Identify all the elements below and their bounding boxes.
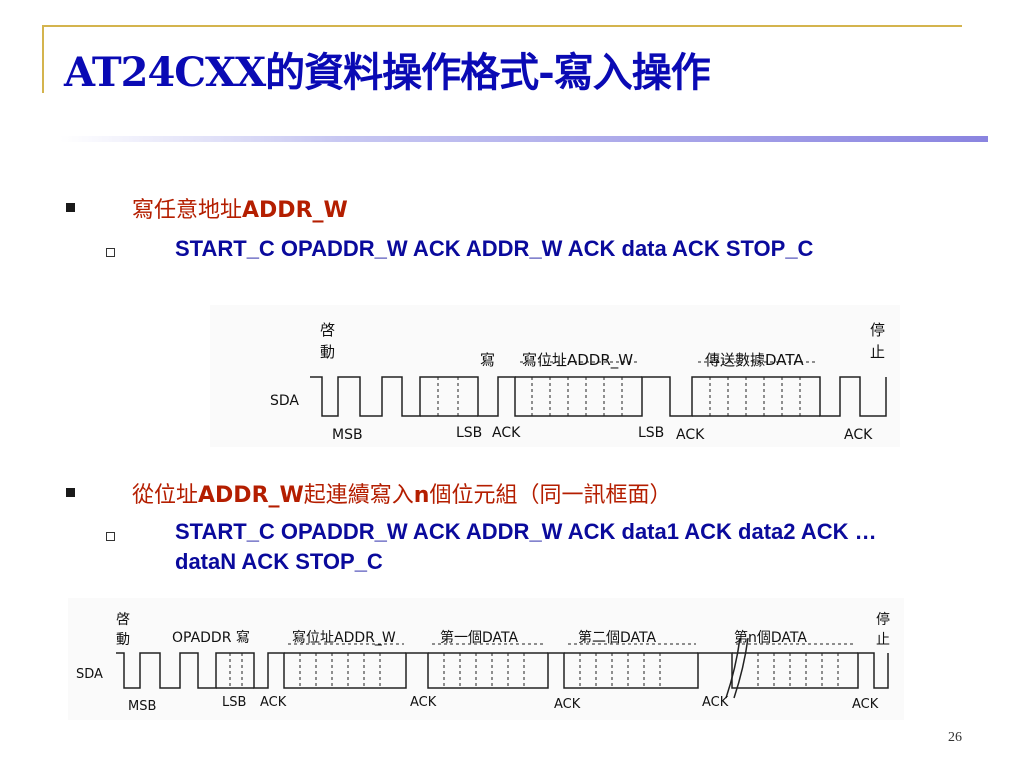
section2-heading-cjk3: 個位元組（同一訊框面） xyxy=(429,483,672,508)
data1-label: 第一個DATA xyxy=(440,629,518,646)
stop-label-bottom-2: 止 xyxy=(876,632,890,648)
lsb-label-2: LSB xyxy=(638,425,664,441)
sub-bullet-1 xyxy=(106,248,115,257)
bullet-2 xyxy=(66,488,75,497)
start-label-bottom: 動 xyxy=(320,343,335,361)
section1-heading-cjk: 寫任意地址 xyxy=(132,198,243,223)
bullet-1 xyxy=(66,203,75,212)
data-label: 傳送數據DATA xyxy=(705,351,804,369)
stop-label-top-2: 停 xyxy=(876,611,890,628)
start-label-top-2: 啓 xyxy=(116,612,130,628)
sda-label-2: SDA xyxy=(76,667,103,682)
lsb-label-3: LSB xyxy=(222,695,246,710)
ack-label-3: ACK xyxy=(844,427,873,443)
data2-label: 第二個DATA xyxy=(578,629,656,646)
msb-label: MSB xyxy=(332,427,363,443)
datan-label: 第n個DATA xyxy=(734,629,807,646)
section2-heading-cjk1: 從位址 xyxy=(132,483,199,508)
slide-title: AT24CXX的資料操作格式-寫入操作 xyxy=(64,49,711,96)
ack-label-7: ACK xyxy=(702,695,729,710)
timing-diagram-multi: 啓 動 OPADDR 寫 寫位址ADDR_W 第一個DATA 第二個DATA 第… xyxy=(68,598,904,720)
stop-label-bottom: 止 xyxy=(870,343,885,361)
ack-label-2: ACK xyxy=(676,427,705,443)
section2-heading-latin2: n xyxy=(413,483,430,508)
section1-heading-latin: ADDR_W xyxy=(242,198,348,223)
ack-label-1: ACK xyxy=(492,425,521,441)
msb-label-2: MSB xyxy=(128,699,156,714)
section2-heading: 從位址ADDR_W起連續寫入n個位元組（同一訊框面） xyxy=(132,477,671,509)
write-label: 寫 xyxy=(480,351,495,369)
section2-sequence: START_C OPADDR_W ACK ADDR_W ACK data1 AC… xyxy=(175,519,877,574)
timing-diagram-single: 啓 動 寫 寫位址ADDR_W 傳送數據DATA 停 止 SDA MSB LSB… xyxy=(210,305,900,447)
section1-heading: 寫任意地址ADDR_W xyxy=(132,192,348,224)
stop-label-top: 停 xyxy=(870,321,885,339)
frame-top-line xyxy=(42,25,962,27)
sub-bullet-2 xyxy=(106,532,115,541)
sda-label: SDA xyxy=(270,393,299,409)
ack-label-5: ACK xyxy=(410,695,437,710)
page-number: 26 xyxy=(948,730,962,745)
title-underline xyxy=(60,136,988,142)
addr-label: 寫位址ADDR_W xyxy=(522,351,633,370)
lsb-label-1: LSB xyxy=(456,425,482,441)
section2-heading-cjk2: 起連續寫入 xyxy=(303,483,414,508)
ack-label-6: ACK xyxy=(554,697,581,712)
section2-heading-latin1: ADDR_W xyxy=(198,483,304,508)
section1-sequence: START_C OPADDR_W ACK ADDR_W ACK data ACK… xyxy=(175,236,814,261)
opaddr-label: OPADDR 寫 xyxy=(172,629,250,646)
start-label-top: 啓 xyxy=(320,321,335,339)
ack-label-4: ACK xyxy=(260,695,287,710)
addr-label-2: 寫位址ADDR_W xyxy=(292,629,396,646)
start-label-bottom-2: 動 xyxy=(116,632,130,648)
ack-label-8: ACK xyxy=(852,697,879,712)
frame-left-line xyxy=(42,25,44,93)
